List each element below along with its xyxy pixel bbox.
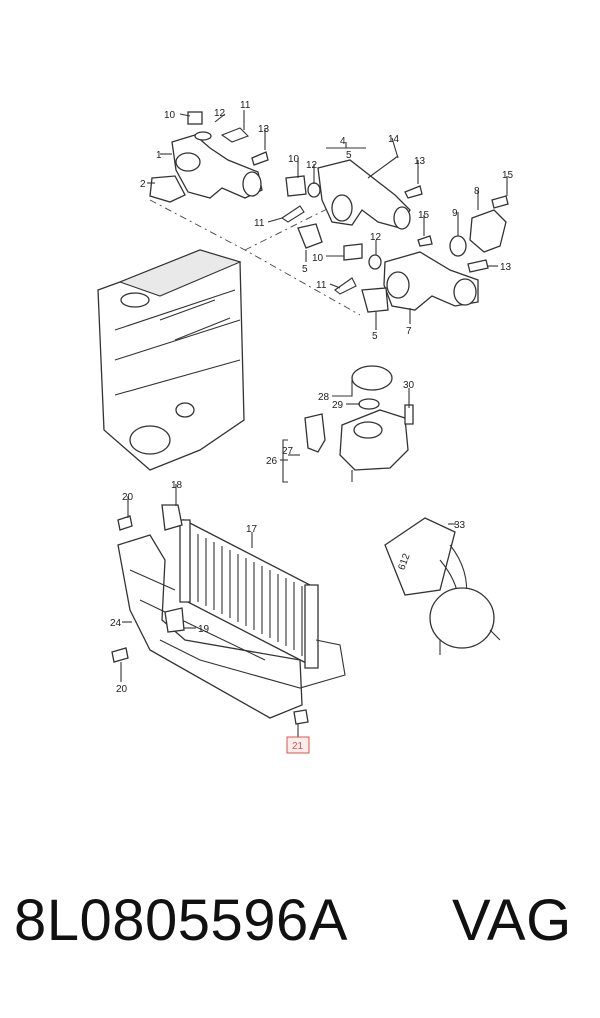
callout-12: 12 [370,232,382,243]
callout-12: 12 [306,160,318,171]
callout-10: 10 [312,253,324,264]
radiator-assembly [111,504,346,725]
callout-20: 20 [122,492,134,503]
callout-8: 8 [474,186,480,197]
callout-29: 29 [332,400,344,411]
callout-11: 11 [254,218,265,229]
callout-26: 26 [266,456,278,467]
leader-lines [120,110,508,738]
callout-10: 10 [288,154,300,165]
callout-21-highlighted: 21 [292,741,304,752]
callout-27: 27 [282,446,294,457]
part-number: 8L0805596A [14,888,348,953]
highlighted-part-box [286,736,310,754]
callout-9: 9 [452,208,458,219]
callout-labels: 10 12 11 13 1 2 4 5 14 10 12 13 15 8 11 … [110,100,514,754]
engine-block [97,249,245,471]
callout-10: 10 [164,110,176,121]
callout-19: 19 [198,624,210,635]
expansion-tank-group [282,365,414,483]
callout-15: 15 [418,210,430,221]
callout-5: 5 [302,264,308,275]
coolant-flange-group [149,111,509,316]
callout-5: 5 [346,150,352,161]
callout-12: 12 [214,108,226,119]
callout-14: 14 [388,134,400,145]
callout-13: 13 [500,262,512,273]
exploded-parts-diagram: 612 [97,100,514,754]
callout-5: 5 [372,331,378,342]
callout-4: 4 [340,136,346,147]
callout-15: 15 [502,170,514,181]
callout-24: 24 [110,618,122,629]
callout-18: 18 [171,480,183,491]
callout-28: 28 [318,392,330,403]
callout-11: 11 [316,280,327,291]
callout-7: 7 [406,326,412,337]
brand-name: VAG [452,888,572,953]
callout-11: 11 [240,100,251,111]
callout-33: 33 [454,520,466,531]
callout-13: 13 [258,124,270,135]
callout-13: 13 [414,156,426,167]
callout-20: 20 [116,684,128,695]
callout-30: 30 [403,380,415,391]
callout-17: 17 [246,524,258,535]
callout-1: 1 [156,150,162,161]
callout-2: 2 [140,179,146,190]
coolant-bottle-group: 612 [384,517,501,655]
